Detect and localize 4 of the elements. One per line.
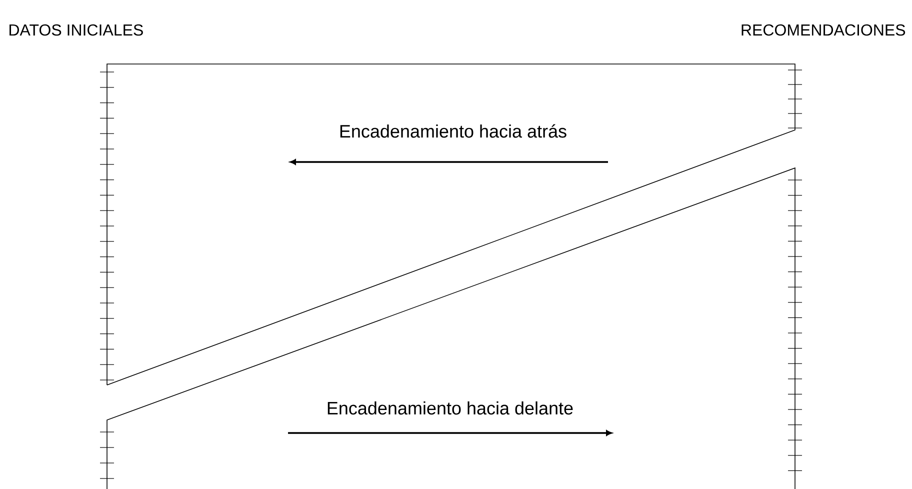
text-label: DATOS INICIALES (10, 24, 143, 36)
text-label: Encadenamiento hacia atrás (340, 124, 566, 138)
text-label: RECOMENDACIONES (742, 24, 906, 36)
text-label: Encadenamiento hacia delante (328, 401, 573, 415)
